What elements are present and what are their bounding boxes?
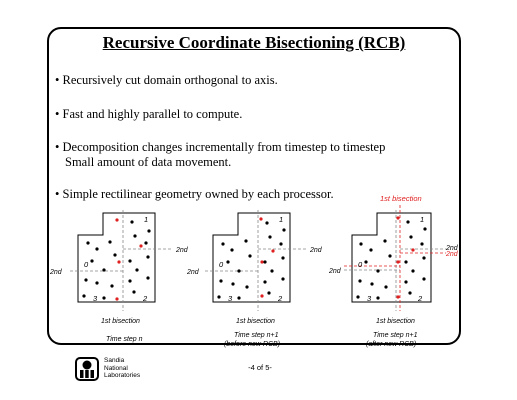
panel-b-caption-line1: Time step n+1	[234, 332, 279, 339]
panel-c-red-particles	[396, 216, 415, 299]
bullet-3-text: Decomposition changes incrementally from…	[62, 140, 386, 154]
bullet-2-text: Fast and highly parallel to compute.	[62, 107, 243, 121]
panel-b-2nd-right: 2nd	[309, 247, 323, 254]
panel-c-label-2: 2	[417, 294, 423, 303]
panel-b-caption-line2: (before new RCB)	[224, 341, 280, 348]
bullet-3-subtext: Small amount of data movement.	[65, 155, 232, 169]
bullet-4: • Simple rectilinear geometry owned by e…	[55, 187, 334, 201]
panel-c-first-bisection: 1st bisection	[376, 318, 415, 325]
panel-a-label-1: 1	[144, 215, 148, 224]
sandia-logo-text: Sandia National Laboratories	[104, 357, 144, 380]
logo-line-3: Laboratories	[104, 372, 141, 379]
bullet-3: • Decomposition changes incrementally fr…	[55, 140, 386, 169]
panel-a-first-bisection: 1st bisection	[101, 318, 140, 325]
panel-b-particles	[217, 221, 286, 300]
panel-before-new-rcb: 1 0 3 2 2nd 2nd 1st bisection Time step …	[186, 210, 323, 348]
panel-b-red-particles	[259, 217, 275, 298]
logo-line-1: Sandia	[104, 357, 125, 364]
panel-b-label-0: 0	[219, 260, 224, 269]
logo-line-2: National	[104, 364, 128, 372]
panel-after-new-rcb: 1 0 3 2 2nd 2nd 2nd 1st bisection Time s…	[328, 205, 459, 348]
panel-a-red-particles	[115, 218, 143, 301]
bullet-4-text: Simple rectilinear geometry owned by eac…	[62, 187, 334, 201]
panel-c-2nd-right-new: 2nd	[445, 251, 459, 258]
slide-frame	[47, 27, 461, 345]
panel-c-label-3: 3	[367, 294, 372, 303]
panel-a-particles	[82, 220, 151, 300]
bullet-1-text: Recursively cut domain orthogonal to axi…	[62, 73, 278, 87]
panel-b-label-2: 2	[277, 294, 283, 303]
panel-a-caption: Time step n	[106, 336, 143, 343]
panel-time-step-n: 1 0 3 2 2nd 2nd 1st bisection Time step …	[49, 210, 189, 343]
slide-title: Recursive Coordinate Bisectioning (RCB)	[102, 33, 406, 52]
panel-b-2nd-left: 2nd	[186, 269, 200, 276]
panel-b-first-bisection: 1st bisection	[236, 318, 275, 325]
panel-b-label-1: 1	[279, 215, 283, 224]
panel-c-label-1: 1	[420, 215, 424, 224]
panel-a-label-2: 2	[142, 294, 148, 303]
panel-a-2nd-left: 2nd	[49, 269, 63, 276]
panel-c-domain	[351, 212, 432, 303]
panel-a-2nd-right: 2nd	[175, 247, 189, 254]
panel-a-domain	[77, 212, 156, 303]
panel-c-caption-line2: (after new RCB)	[366, 341, 416, 348]
panel-c-label-0: 0	[358, 260, 363, 269]
panel-c-2nd-left: 2nd	[328, 268, 342, 275]
bullet-2: • Fast and highly parallel to compute.	[55, 107, 243, 121]
panel-c-2nd-right: 2nd	[445, 245, 459, 252]
panel-a-label-3: 3	[93, 294, 98, 303]
top-first-bisection-label: 1st bisection	[380, 194, 422, 203]
panel-c-caption-line1: Time step n+1	[373, 332, 418, 339]
bullet-1: • Recursively cut domain orthogonal to a…	[55, 73, 278, 87]
panel-b-domain	[212, 212, 291, 303]
panel-b-label-3: 3	[228, 294, 233, 303]
panel-c-particles	[356, 220, 427, 300]
page-number: -4 of 5-	[248, 363, 272, 372]
panel-a-label-0: 0	[84, 260, 89, 269]
sandia-logo-icon	[75, 357, 99, 381]
